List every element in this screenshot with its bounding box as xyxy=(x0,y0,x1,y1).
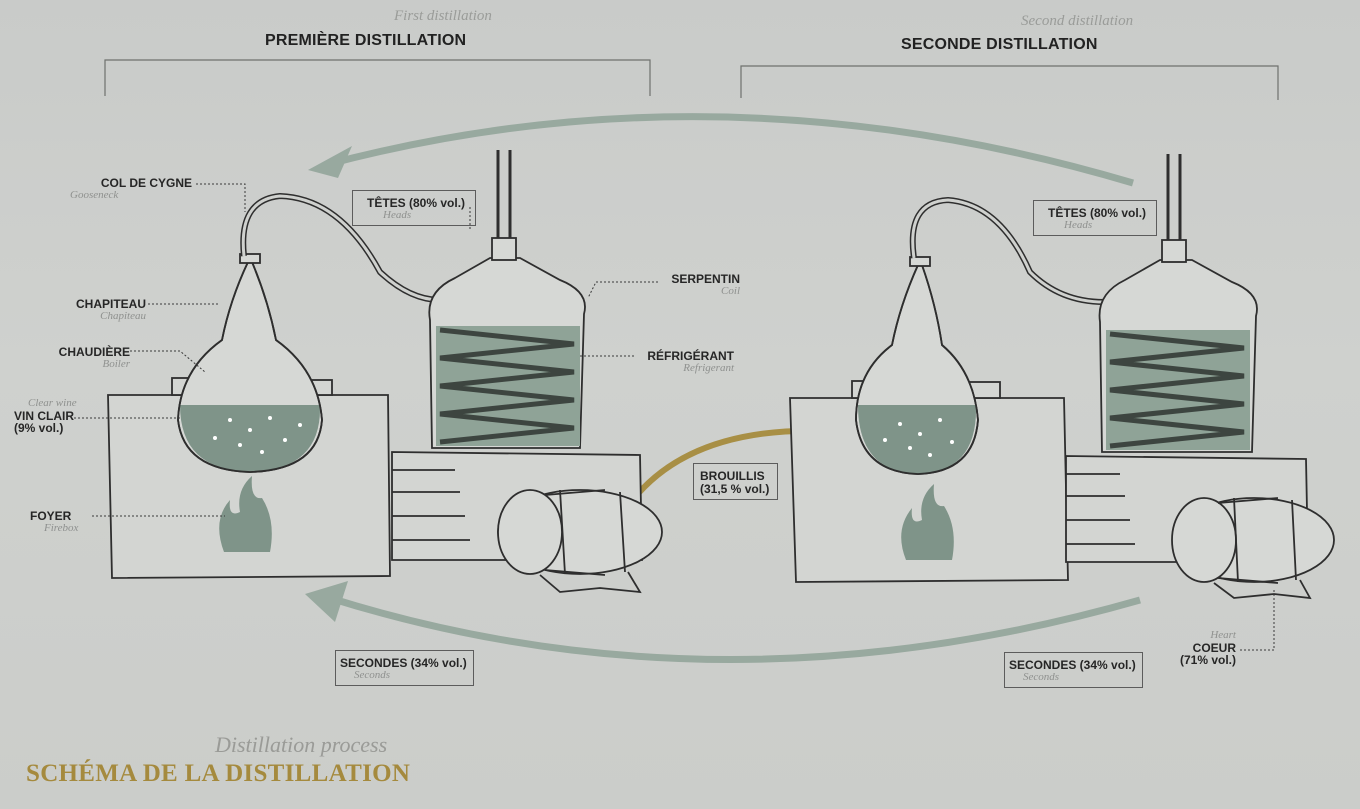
label-chaudiere: CHAUDIÈRE Boiler xyxy=(58,345,130,370)
header-first-fr: PREMIÈRE DISTILLATION xyxy=(265,32,467,49)
label-foyer: FOYER Firebox xyxy=(30,509,79,534)
leader-lines xyxy=(74,183,1275,651)
box-secondes-first: SECONDES (34% vol.) Seconds xyxy=(335,650,474,687)
arrow-bottom-green xyxy=(305,581,1141,663)
box-tetes-second: TÊTES (80% vol.) Heads xyxy=(1033,200,1158,237)
box-secondes-second: SECONDES (34% vol.) Seconds xyxy=(1004,652,1143,689)
still-left xyxy=(107,150,663,594)
header-bracket-first xyxy=(104,59,651,96)
label-coeur: Heart COEUR (71% vol.) xyxy=(1179,629,1236,668)
fire-icon-left xyxy=(219,476,272,552)
label-serpentin: SERPENTIN Coil xyxy=(671,272,740,297)
label-refrigerant: RÉFRIGÉRANT Refrigerant xyxy=(647,349,734,374)
header-bracket-second xyxy=(740,65,1279,100)
label-vin-clair: Clear wine VIN CLAIR (9% vol.) xyxy=(14,397,77,436)
label-col-de-cygne: COL DE CYGNE Gooseneck xyxy=(70,176,192,201)
footer-title-en: Distillation process xyxy=(215,732,388,757)
label-chapiteau: CHAPITEAU Chapiteau xyxy=(75,297,146,322)
header-second-en: Second distillation xyxy=(1021,13,1134,29)
box-brouillis: BROUILLIS (31,5 % vol.) xyxy=(693,463,779,501)
still-right xyxy=(789,154,1335,600)
box-tetes-first: TÊTES (80% vol.) Heads xyxy=(352,190,477,227)
header-second-fr: SECONDE DISTILLATION xyxy=(901,36,1098,53)
header-first-en: First distillation xyxy=(394,8,492,24)
fire-icon-right xyxy=(901,484,954,560)
footer-title-fr: SCHÉMA DE LA DISTILLATION xyxy=(26,760,411,787)
arrow-top-green xyxy=(308,113,1134,187)
